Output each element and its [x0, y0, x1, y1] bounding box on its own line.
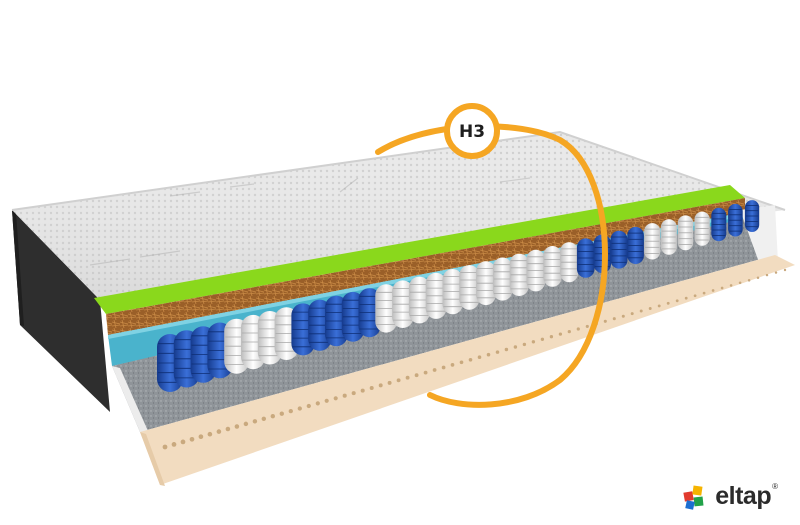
blue-pocket-spring: [627, 226, 644, 264]
spring-frame-wall: [112, 366, 152, 440]
white-pocket-spring: [526, 249, 546, 292]
white-pocket-spring: [660, 219, 677, 255]
blue-pocket-spring: [576, 238, 595, 278]
white-pocket-spring: [492, 257, 513, 301]
white-pocket-spring: [509, 253, 529, 296]
side-panel: [12, 210, 110, 412]
white-pocket-spring: [677, 215, 694, 251]
white-pocket-spring: [644, 223, 661, 260]
eltap-squares-logo-icon: [683, 484, 704, 510]
white-pocket-spring: [459, 265, 480, 310]
white-pocket-spring: [442, 269, 463, 315]
registered-mark: ®: [772, 482, 778, 491]
coconut-layer: [106, 198, 745, 335]
white-pocket-spring: [392, 280, 414, 328]
white-pocket-spring: [560, 242, 579, 283]
white-pocket-spring: [425, 272, 447, 319]
white-pocket-spring: [476, 261, 496, 306]
latex-perforations: [162, 268, 787, 450]
pocket-springs: [157, 200, 760, 392]
brand-name: eltap: [715, 482, 772, 510]
green-foam-layer: [94, 185, 745, 314]
firmness-badge: [444, 103, 500, 159]
white-pocket-spring: [694, 211, 710, 246]
blue-pocket-spring: [610, 230, 628, 269]
blue-pocket-spring: [711, 207, 727, 242]
firmness-indicator: H3: [375, 103, 608, 408]
blue-pocket-spring: [744, 200, 760, 232]
firmness-badge-label: H3: [459, 122, 485, 142]
brand-logo: eltap ®: [682, 482, 778, 511]
white-pocket-spring: [543, 246, 562, 287]
blue-pocket-spring: [728, 203, 743, 237]
